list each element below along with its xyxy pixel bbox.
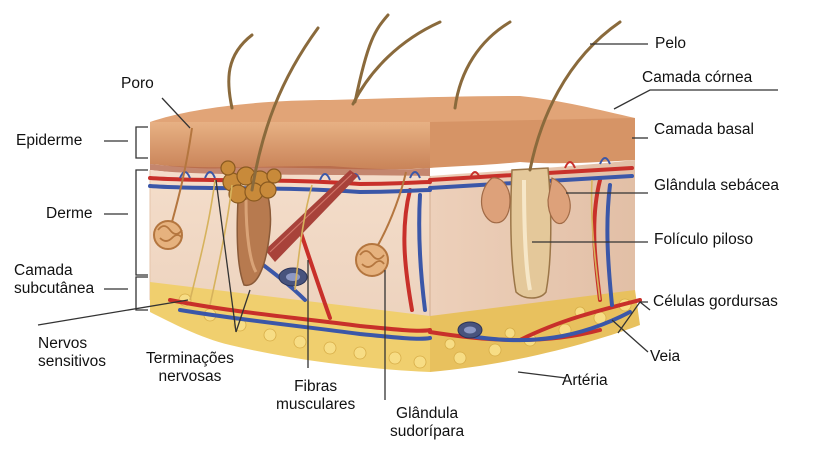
label-nervos-sensitivos-line1: Nervos [38,335,106,353]
label-fibras-musculares-line2: musculares [276,396,355,414]
label-camada-basal: Camada basal [654,121,754,139]
label-camada-subcutanea: Camada subcutânea [14,262,94,298]
label-glandula-sudoripara-line2: sudorípara [390,423,464,441]
label-celulas-gordurosas: Células gordursas [653,293,778,311]
label-fibras-musculares-line1: Fibras [276,378,355,396]
label-glandula-sudoripara: Glândula sudorípara [390,405,464,441]
label-camada-cornea: Camada córnea [642,69,752,87]
label-poro: Poro [121,75,154,93]
label-terminacoes-nervosas-line2: nervosas [146,368,234,386]
label-foliculo-piloso: Folículo piloso [654,231,753,249]
label-terminacoes-nervosas: Terminações nervosas [146,350,234,386]
label-arteria: Artéria [562,372,608,390]
label-fibras-musculares: Fibras musculares [276,378,355,414]
label-terminacoes-nervosas-line1: Terminações [146,350,234,368]
label-nervos-sensitivos: Nervos sensitivos [38,335,106,371]
label-camada-subcutanea-line2: subcutânea [14,280,94,298]
label-glandula-sudoripara-line1: Glândula [390,405,464,423]
label-pelo: Pelo [655,35,686,53]
label-veia: Veia [650,348,680,366]
label-derme: Derme [46,205,93,223]
label-glandula-sebacea: Glândula sebácea [654,177,779,195]
right-hair-follicle [511,168,551,298]
label-nervos-sensitivos-line2: sensitivos [38,353,106,371]
label-epiderme: Epiderme [16,132,82,150]
label-camada-subcutanea-line1: Camada [14,262,94,280]
